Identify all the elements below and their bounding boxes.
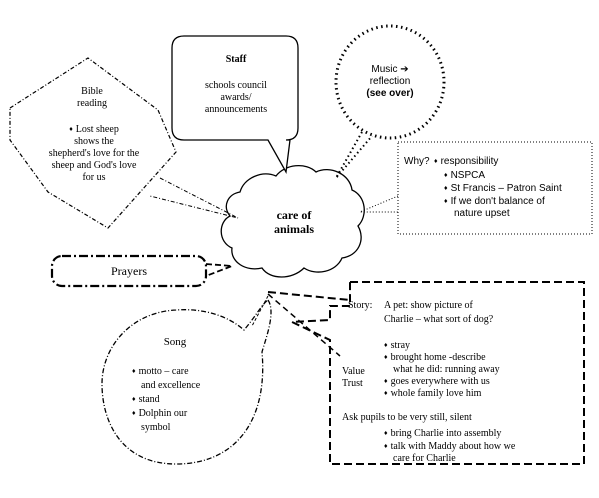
story-label: Story: xyxy=(348,300,373,311)
bible-line: sheep and God's love xyxy=(51,160,137,171)
why-label: Why? xyxy=(404,156,430,167)
music-line2: reflection xyxy=(369,76,411,87)
bible-title-line1: Bible xyxy=(81,86,103,97)
song-item: stand xyxy=(132,394,160,406)
why-item: St Francis – Patron Saint xyxy=(444,183,562,196)
song-circle xyxy=(101,299,272,465)
why-item: If we don't balance of xyxy=(444,196,545,209)
song-tail-line xyxy=(251,295,269,327)
prayers-connector xyxy=(205,263,233,277)
story-side-label-trust: Trust xyxy=(342,378,363,389)
song-item: Dolphin our xyxy=(132,408,188,420)
bible-title-line2: reading xyxy=(77,98,107,109)
story-list2-item: talk with Maddy about how we xyxy=(384,441,516,453)
song-item: symbol xyxy=(141,422,171,433)
story-list-item: goes everywhere with us xyxy=(384,376,490,388)
story-line2: Charlie – what sort of dog? xyxy=(384,314,494,325)
prayers-label: Prayers xyxy=(111,264,147,278)
staff-line: awards/ xyxy=(220,92,252,103)
bible-bubble-tail xyxy=(149,177,239,219)
story-connector-1 xyxy=(267,291,351,301)
why-item: nature upset xyxy=(454,208,510,219)
story-list-item: whole family love him xyxy=(384,388,482,400)
center-title-line2: animals xyxy=(273,222,314,236)
story-side-label-value: Value xyxy=(342,366,365,377)
song-item: and excellence xyxy=(141,380,201,391)
story-list2-item: bring Charlie into assembly xyxy=(384,428,502,440)
center-title-line1: care of xyxy=(276,208,312,222)
story-line1: A pet: show picture of xyxy=(384,300,473,311)
song-title: Song xyxy=(163,336,187,348)
story-list2-item: care for Charlie xyxy=(393,453,456,464)
bible-line: shepherd's love for the xyxy=(48,148,140,159)
staff-line: announcements xyxy=(204,104,268,115)
story-list-item: brought home -describe xyxy=(384,352,486,364)
music-line1: Music ➔ xyxy=(371,64,409,75)
staff-box xyxy=(171,35,299,175)
music-circle xyxy=(334,24,446,140)
story-list-item: stray xyxy=(384,340,410,352)
story-ask: Ask pupils to be very still, silent xyxy=(342,412,472,423)
story-connector-2 xyxy=(267,293,341,357)
staff-line: schools council xyxy=(205,80,267,91)
music-tail xyxy=(335,131,373,179)
bible-line: Lost sheep xyxy=(44,124,144,136)
why-item: responsibility xyxy=(434,156,499,169)
why-item: NSPCA xyxy=(444,170,485,183)
bible-line: for us xyxy=(82,172,106,183)
center-cloud xyxy=(220,165,365,278)
music-line3: (see over) xyxy=(366,88,414,99)
story-box xyxy=(291,281,585,465)
bible-bubble xyxy=(9,57,177,229)
story-list-item: what he did: running away xyxy=(393,364,500,375)
song-item: motto – care xyxy=(132,366,189,378)
bible-line: shows the xyxy=(74,136,114,147)
staff-title: Staff xyxy=(225,54,247,65)
why-connector xyxy=(359,195,399,213)
prayers-box xyxy=(50,254,208,288)
